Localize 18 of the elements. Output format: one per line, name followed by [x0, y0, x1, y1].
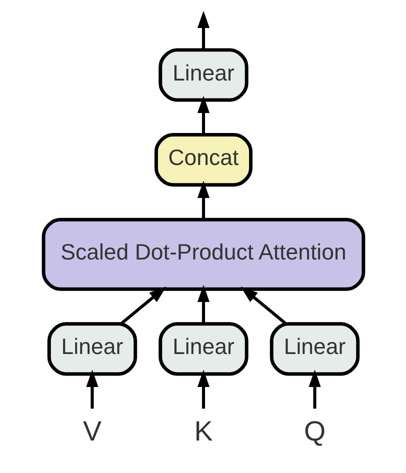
arrow: [86, 370, 98, 409]
node-text: K: [194, 416, 212, 447]
arrow: [196, 370, 210, 409]
node-box: Scaled Dot-Product Attention: [41, 218, 365, 291]
arrow: [196, 10, 210, 50]
node-text: Q: [303, 416, 326, 447]
node-box: Linear: [158, 322, 248, 376]
node-box: Linear: [269, 322, 360, 376]
arrow: [308, 370, 320, 409]
arrow: [240, 286, 286, 325]
node-box: Concat: [154, 133, 252, 187]
node-text: V: [82, 416, 102, 447]
arrow: [196, 180, 210, 220]
arrow: [120, 286, 166, 325]
arrow: [196, 284, 210, 324]
node-box: Linear: [158, 48, 248, 102]
node-box: Linear: [46, 322, 137, 376]
arrow: [196, 96, 210, 135]
